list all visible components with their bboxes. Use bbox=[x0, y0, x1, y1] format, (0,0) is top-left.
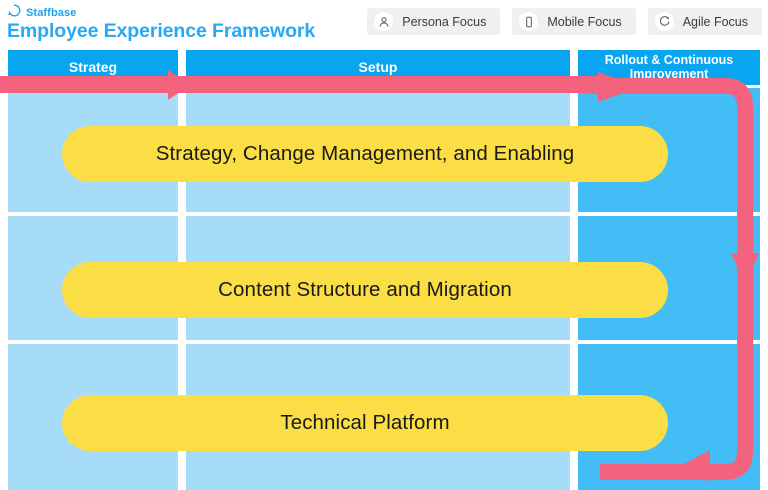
persona-focus-button[interactable]: Persona Focus bbox=[367, 8, 501, 35]
column-header-strategy: Strateg bbox=[8, 50, 178, 85]
mobile-focus-label: Mobile Focus bbox=[547, 14, 622, 29]
top-bar: Staffbase Employee Experience Framework … bbox=[0, 0, 768, 50]
refresh-circular-arrow-icon bbox=[654, 12, 674, 31]
workstream-pill-content-structure-migration[interactable]: Content Structure and Migration bbox=[62, 262, 668, 318]
agile-focus-button[interactable]: Agile Focus bbox=[647, 8, 762, 35]
person-icon bbox=[374, 12, 394, 31]
column-header-setup: Setup bbox=[186, 50, 570, 85]
column-header-rollout: Rollout & Continuous Improvement bbox=[578, 50, 760, 85]
brand-name: Staffbase bbox=[26, 7, 77, 19]
persona-focus-label: Persona Focus bbox=[402, 14, 487, 29]
page-title: Employee Experience Framework bbox=[7, 20, 316, 42]
focus-buttons-group: Persona Focus Mobile Focus Agile Focus bbox=[367, 8, 762, 35]
mobile-phone-icon bbox=[519, 12, 539, 31]
workstream-pill-strategy-change-enabling[interactable]: Strategy, Change Management, and Enablin… bbox=[62, 126, 668, 182]
brand-logo: Staffbase bbox=[8, 4, 76, 22]
mobile-focus-button[interactable]: Mobile Focus bbox=[512, 8, 636, 35]
agile-focus-label: Agile Focus bbox=[682, 14, 748, 29]
speech-bubble-icon bbox=[8, 4, 21, 22]
workstream-pill-technical-platform[interactable]: Technical Platform bbox=[62, 395, 668, 451]
